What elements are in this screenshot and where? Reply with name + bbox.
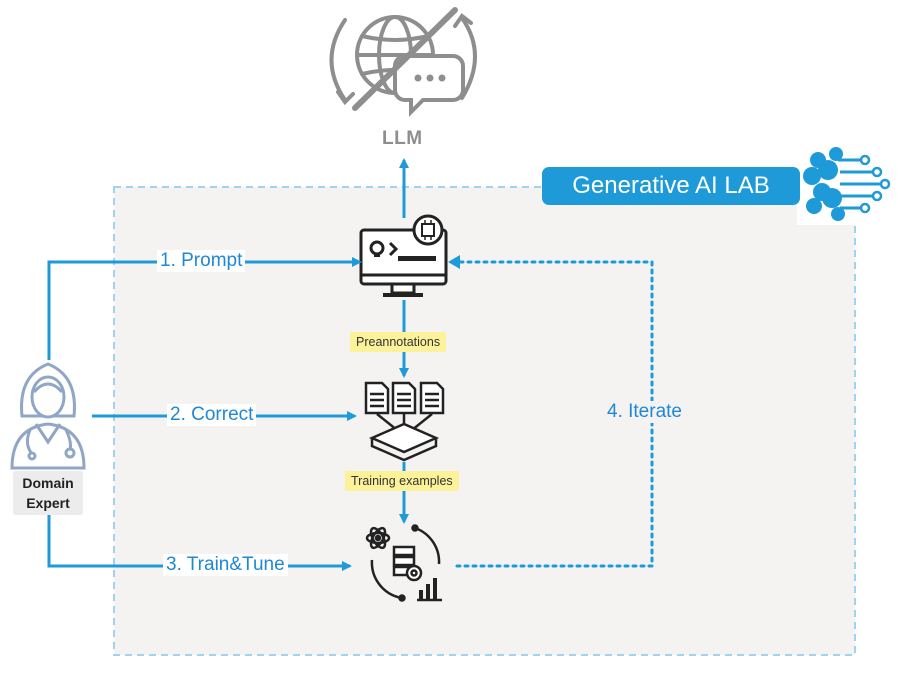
- brain-network-logo: [797, 147, 892, 225]
- connector-prompt: [47, 257, 362, 360]
- llm-label: LLM: [382, 128, 423, 149]
- documents-stack-icon: [364, 381, 445, 462]
- step-correct-label: 2. Correct: [167, 404, 257, 426]
- step-train-label: 3. Train&Tune: [163, 554, 288, 576]
- iterate-arrowhead: [448, 255, 460, 269]
- domain-expert-avatar: [10, 362, 86, 470]
- domain-expert-label: Domain Expert: [13, 471, 83, 515]
- training-examples-chip: Training examples: [345, 471, 459, 491]
- preannotations-chip: Preannotations: [350, 332, 447, 352]
- generative-ai-lab-badge: Generative AI LAB: [542, 167, 800, 205]
- domain-expert-line1: Domain: [22, 475, 74, 491]
- llm-globe-icon: [329, 7, 477, 117]
- step-prompt-label: 1. Prompt: [157, 250, 246, 272]
- step-iterate-label: 4. Iterate: [604, 401, 685, 423]
- domain-expert-line2: Expert: [26, 495, 70, 511]
- training-cycle-icon: [365, 524, 442, 602]
